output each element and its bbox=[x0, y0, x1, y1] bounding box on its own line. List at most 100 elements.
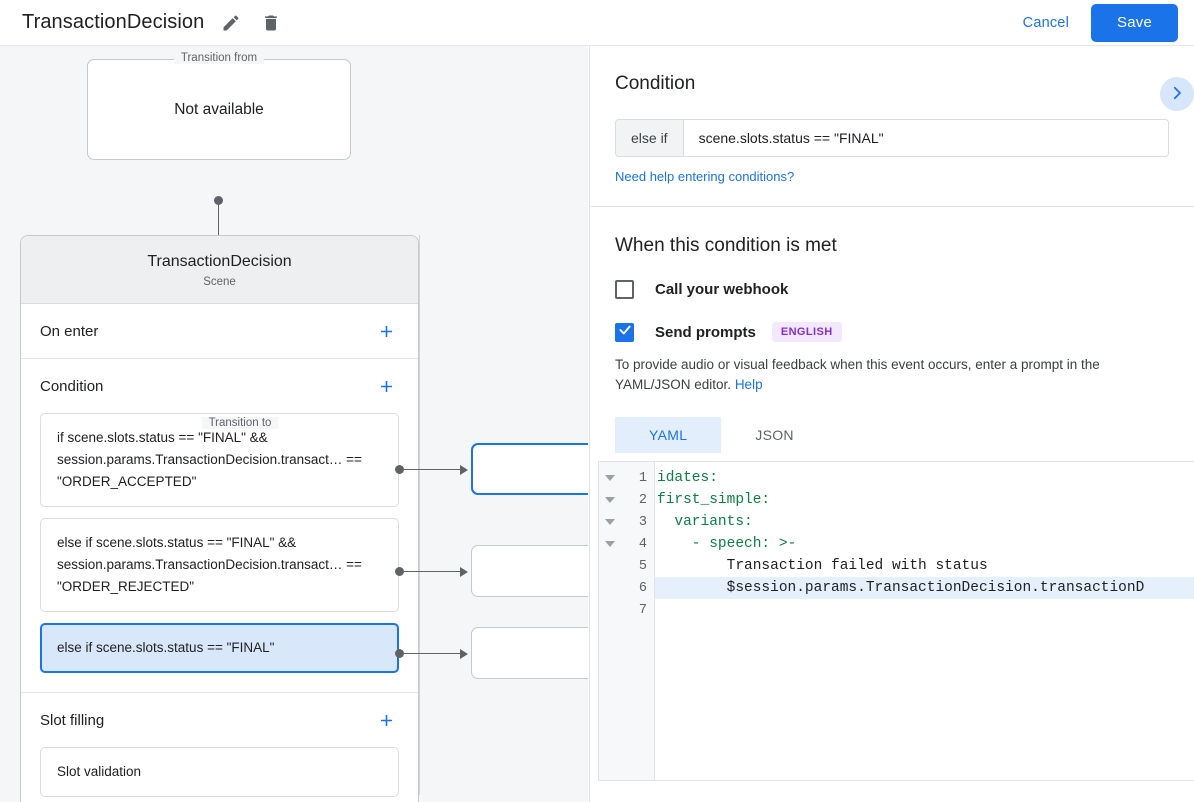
send-prompts-checkbox[interactable] bbox=[615, 322, 634, 342]
line-number: 1 bbox=[638, 470, 647, 486]
section-title-slot-filling: Slot filling bbox=[40, 711, 105, 729]
code-line[interactable] bbox=[655, 599, 1194, 621]
panel-when-section: When this condition is met Call your web… bbox=[590, 207, 1194, 453]
gutter-row[interactable]: 7 bbox=[599, 599, 654, 621]
plus-icon bbox=[377, 377, 396, 396]
target-node-1[interactable] bbox=[471, 443, 588, 495]
edge-arrowhead bbox=[460, 649, 468, 659]
transition-to-legend: Transition to bbox=[201, 417, 279, 429]
scene-type: Scene bbox=[203, 276, 236, 288]
code-line[interactable]: - speech: >- bbox=[657, 536, 797, 552]
top-app-bar: TransactionDecision Cancel Save bbox=[0, 0, 1194, 46]
save-button[interactable]: Save bbox=[1091, 3, 1178, 42]
target-node-2[interactable] bbox=[471, 545, 588, 597]
editor-format-tabs: YAML JSON bbox=[615, 417, 1169, 453]
line-number: 7 bbox=[638, 602, 647, 618]
plus-icon bbox=[377, 322, 396, 341]
line-number: 4 bbox=[638, 536, 647, 552]
tab-json[interactable]: JSON bbox=[721, 417, 828, 453]
editor-code-area[interactable]: idates: first_simple: variants: - speech… bbox=[655, 462, 1194, 780]
fold-arrow-icon[interactable] bbox=[605, 541, 615, 547]
prompts-helper-text: To provide audio or visual feedback when… bbox=[615, 355, 1169, 395]
code-line[interactable]: first_simple: bbox=[657, 492, 771, 508]
edge-line bbox=[404, 653, 460, 654]
panel-title: Condition bbox=[615, 73, 696, 94]
pencil-icon bbox=[221, 13, 241, 33]
panel-condition-section: Condition else if Need help entering con… bbox=[590, 46, 1194, 206]
gutter-row[interactable]: 4 bbox=[599, 533, 654, 555]
fold-arrow-icon[interactable] bbox=[605, 497, 615, 503]
section-slot-filling: Slot filling Slot validation bbox=[21, 693, 418, 802]
gutter-row[interactable]: 3 bbox=[599, 511, 654, 533]
checkmark-icon bbox=[618, 323, 632, 342]
code-line[interactable]: idates: bbox=[657, 470, 718, 486]
gutter-row[interactable]: 2 bbox=[599, 489, 654, 511]
section-title-on-enter: On enter bbox=[40, 322, 99, 340]
section-on-enter: On enter bbox=[21, 304, 418, 359]
call-webhook-checkbox[interactable] bbox=[615, 280, 634, 299]
yaml-code-editor[interactable]: 1 2 3 4 5 6 7 idates: first_simple: vari… bbox=[598, 461, 1194, 781]
cancel-button[interactable]: Cancel bbox=[1011, 7, 1081, 39]
edge-arrowhead bbox=[460, 567, 468, 577]
gutter-row[interactable]: 6 bbox=[599, 577, 654, 599]
line-number: 6 bbox=[638, 580, 647, 596]
edge-line bbox=[404, 571, 460, 572]
language-badge: ENGLISH bbox=[771, 322, 842, 342]
scene-card: Transition to TransactionDecision Scene … bbox=[20, 235, 419, 802]
edge-dot bbox=[395, 567, 404, 576]
section-title-condition: Condition bbox=[40, 377, 104, 395]
slot-validation-item[interactable]: Slot validation bbox=[40, 747, 399, 797]
condition-prefix: else if bbox=[616, 120, 684, 156]
gutter-row[interactable]: 1 bbox=[599, 467, 654, 489]
line-number: 5 bbox=[638, 558, 647, 574]
line-number: 3 bbox=[638, 514, 647, 530]
fold-arrow-icon[interactable] bbox=[605, 519, 615, 525]
condition-help-link[interactable]: Need help entering conditions? bbox=[615, 169, 795, 184]
connector-line bbox=[218, 201, 219, 259]
scene-name: TransactionDecision bbox=[147, 253, 292, 270]
trash-icon bbox=[261, 13, 281, 33]
condition-input-row[interactable]: else if bbox=[615, 119, 1169, 157]
panel-divider bbox=[590, 206, 1194, 207]
add-condition-button[interactable] bbox=[373, 373, 399, 399]
add-slot-filling-button[interactable] bbox=[373, 707, 399, 733]
tab-yaml[interactable]: YAML bbox=[615, 417, 722, 453]
page-title: TransactionDecision bbox=[22, 11, 205, 33]
edit-name-button[interactable] bbox=[218, 10, 244, 36]
edge-dot bbox=[395, 465, 404, 474]
transition-from-box: Transition from Not available bbox=[87, 52, 351, 160]
plus-icon bbox=[377, 711, 396, 730]
transition-from-value: Not available bbox=[174, 100, 264, 118]
call-webhook-label: Call your webhook bbox=[655, 281, 789, 298]
webhook-row[interactable]: Call your webhook bbox=[615, 280, 1169, 299]
code-line-active[interactable]: $session.params.TransactionDecision.tran… bbox=[655, 577, 1194, 599]
connector-dot bbox=[214, 196, 223, 205]
condition-expression-input[interactable] bbox=[683, 120, 1168, 156]
editor-gutter: 1 2 3 4 5 6 7 bbox=[599, 462, 655, 780]
edge-line bbox=[404, 469, 460, 470]
scene-graph-canvas[interactable]: Transition from Not available Transition… bbox=[0, 46, 588, 802]
section-condition: Condition if scene.slots.status == "FINA… bbox=[21, 359, 418, 693]
line-number: 2 bbox=[638, 492, 647, 508]
fold-arrow-icon[interactable] bbox=[605, 475, 615, 481]
code-line[interactable]: variants: bbox=[657, 514, 753, 530]
canvas-guide-line bbox=[419, 235, 420, 795]
target-node-3[interactable] bbox=[471, 627, 588, 679]
send-prompts-row[interactable]: Send prompts ENGLISH bbox=[615, 322, 1169, 342]
send-prompts-label: Send prompts bbox=[655, 323, 756, 341]
condition-item-selected[interactable]: else if scene.slots.status == "FINAL" bbox=[40, 623, 399, 673]
chevron-right-icon bbox=[1168, 84, 1186, 105]
add-on-enter-button[interactable] bbox=[373, 318, 399, 344]
collapse-panel-button[interactable] bbox=[1160, 77, 1194, 111]
scene-card-header[interactable]: TransactionDecision Scene bbox=[21, 236, 418, 304]
prompts-helper-body: To provide audio or visual feedback when… bbox=[615, 357, 1100, 392]
edge-dot bbox=[395, 649, 404, 658]
transition-from-legend: Transition from bbox=[173, 52, 265, 64]
when-condition-met-title: When this condition is met bbox=[615, 235, 837, 256]
prompts-help-link[interactable]: Help bbox=[734, 377, 763, 392]
delete-button[interactable] bbox=[258, 10, 284, 36]
condition-details-panel: Condition else if Need help entering con… bbox=[589, 46, 1194, 802]
code-line[interactable]: Transaction failed with status bbox=[657, 558, 988, 574]
gutter-row[interactable]: 5 bbox=[599, 555, 654, 577]
condition-item[interactable]: else if scene.slots.status == "FINAL" &&… bbox=[40, 518, 399, 612]
